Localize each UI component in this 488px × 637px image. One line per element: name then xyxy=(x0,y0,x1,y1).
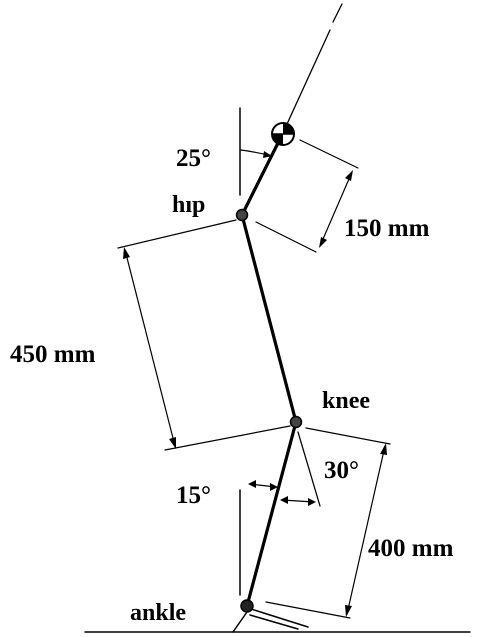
dim-150-line xyxy=(319,171,353,247)
foot-line-heel xyxy=(232,611,248,633)
knee-label: knee xyxy=(322,388,370,414)
dim-label-400: 400 mm xyxy=(368,535,454,562)
dim-150-arrow-top xyxy=(345,170,353,181)
foot-line-front xyxy=(250,608,309,628)
dim-400-ext-top xyxy=(305,427,391,445)
dim-150-arrow-bottom xyxy=(319,237,327,248)
lower-right-arrowhead-2 xyxy=(308,498,316,506)
ankle-label: ankle xyxy=(130,600,186,626)
dim-400-ext-bottom xyxy=(265,601,351,619)
dim-label-450: 450 mm xyxy=(10,341,96,368)
dim-400-line xyxy=(346,445,386,615)
lower-right-arrowhead-1 xyxy=(280,496,288,504)
dim-150-ext-bottom xyxy=(255,221,317,253)
angle-label-30: 30° xyxy=(324,457,359,484)
dim-150-ext-top xyxy=(299,139,359,169)
dim-450-arrow-top xyxy=(123,247,130,259)
lower-left-arrowhead-2 xyxy=(270,483,278,491)
dim-label-150: 150 mm xyxy=(344,215,430,242)
knee-joint xyxy=(289,415,303,429)
trunk-segment xyxy=(240,133,284,217)
top-angle-arrowhead xyxy=(263,151,272,158)
center-of-mass-marker xyxy=(271,122,295,146)
foot-line-sole xyxy=(249,614,299,630)
dim-450-arrow-bottom xyxy=(169,437,176,449)
dim-450-ext-top xyxy=(117,219,237,249)
hip-joint xyxy=(235,208,249,222)
hip-label: hıp xyxy=(172,192,205,218)
dim-400-arrow-bottom xyxy=(345,605,352,617)
shank-segment xyxy=(245,420,298,608)
angle-label-15: 15° xyxy=(176,482,211,509)
dim-450-ext-bottom xyxy=(164,425,291,451)
lower-left-arrowhead-1 xyxy=(248,480,256,488)
thigh-segment xyxy=(240,213,298,424)
dim-400-arrow-top xyxy=(380,443,387,455)
trunk-axis-dashed xyxy=(332,3,343,23)
ankle-joint xyxy=(240,599,254,613)
angle-label-25: 25° xyxy=(176,145,211,172)
thigh-extension-line xyxy=(297,431,321,507)
dim-450-line xyxy=(124,249,176,447)
trunk-axis-line xyxy=(281,29,331,136)
